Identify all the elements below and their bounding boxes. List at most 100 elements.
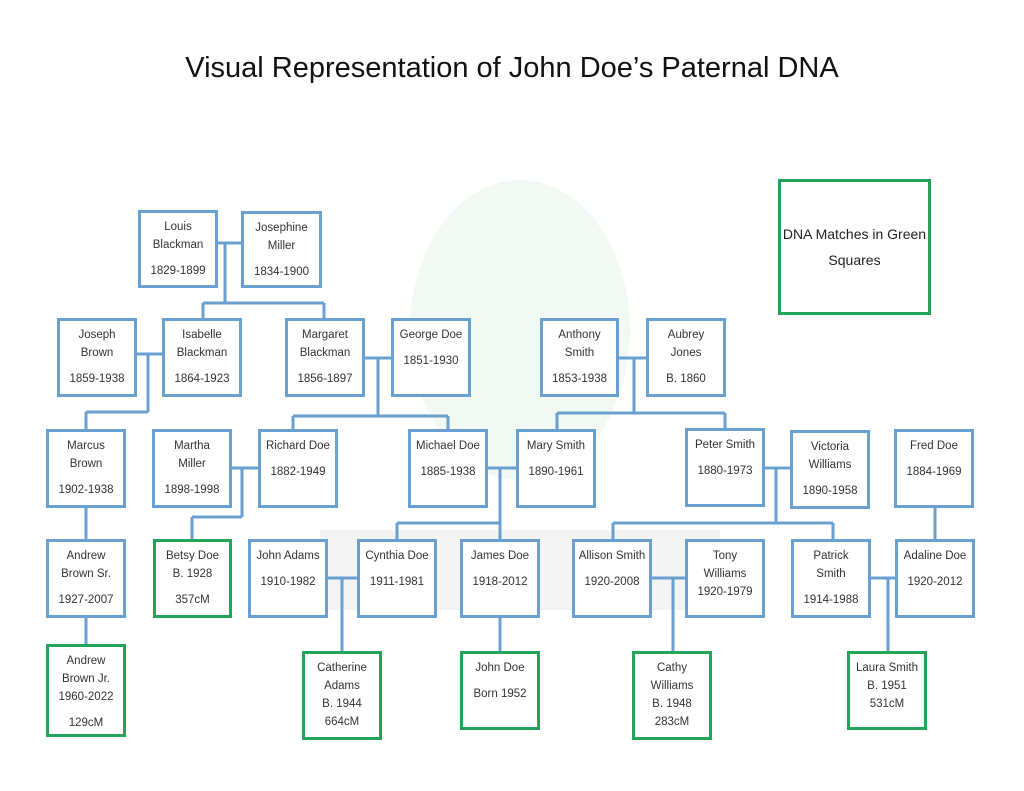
person-name-line: Peter Smith xyxy=(694,439,756,451)
person-name-line: Martha xyxy=(174,440,210,452)
person-name-line: Andrew xyxy=(66,550,106,562)
person-name-line: B. 1928 xyxy=(172,568,213,580)
person-name-line: Smith xyxy=(564,347,595,359)
person-name-line: Miller xyxy=(178,458,206,470)
person-name-line: Andrew xyxy=(66,655,106,667)
person-name-line: Cathy xyxy=(656,662,688,674)
person-name-line: Brown xyxy=(80,347,114,359)
person-name-line: 283cM xyxy=(654,716,690,728)
person-detail-line: 1853-1938 xyxy=(552,373,607,385)
person-box-george: George Doe 1851-1930 xyxy=(391,318,471,397)
person-name-line: Williams xyxy=(808,459,852,471)
person-detail-line: 1918-2012 xyxy=(472,576,528,588)
person-detail-line: 1885-1938 xyxy=(420,466,476,478)
person-detail-line: 1910-1982 xyxy=(260,576,316,588)
person-detail-line: 1902-1938 xyxy=(58,484,114,496)
legend-line: DNA Matches in xyxy=(782,226,884,242)
person-name-line: Margaret xyxy=(301,329,349,341)
person-detail-line: 1898-1998 xyxy=(164,484,220,496)
person-detail-line: B. 1860 xyxy=(666,373,706,385)
legend-line: Green Squares xyxy=(828,226,927,268)
person-detail-line: 129cM xyxy=(68,717,104,729)
person-name-line: Patrick xyxy=(813,550,849,562)
person-name-line: George Doe xyxy=(399,329,463,341)
person-name-line: 664cM xyxy=(324,716,360,728)
person-name-line: Isabelle xyxy=(182,329,222,341)
person-name-line: Brown xyxy=(69,458,103,470)
person-name-line: Michael Doe xyxy=(416,440,480,452)
person-name-line: John Adams xyxy=(256,550,320,562)
person-name-line: Jones xyxy=(670,347,702,359)
person-detail-line: 1882-1949 xyxy=(270,466,326,478)
person-name-line: Joseph xyxy=(78,329,116,341)
person-detail-line: 1890-1961 xyxy=(528,466,584,478)
page-title: Visual Representation of John Doe’s Pate… xyxy=(185,52,839,84)
person-name-line: James Doe xyxy=(470,550,530,562)
person-name-line: John Doe xyxy=(475,662,525,674)
person-box-richard: Richard Doe 1882-1949 xyxy=(258,429,338,508)
person-detail-line: 1911-1981 xyxy=(369,576,425,588)
person-name-line: Aubrey xyxy=(667,329,705,341)
person-box-james: James Doe 1918-2012 xyxy=(460,539,540,618)
person-detail-line: 357cM xyxy=(175,594,210,606)
person-name-line: Williams xyxy=(650,680,694,692)
legend-box: DNA Matches in Green Squares xyxy=(778,179,931,315)
person-detail-line: 1927-2007 xyxy=(58,594,114,606)
person-detail-line: 1880-1973 xyxy=(697,465,753,477)
person-name-line: 531cM xyxy=(869,698,905,710)
person-name-line: Josephine xyxy=(255,222,308,234)
person-detail-line: 1829-1899 xyxy=(150,265,206,277)
person-detail-line: 1851-1930 xyxy=(403,355,459,367)
person-name-line: Brown Sr. xyxy=(61,568,111,580)
person-name-line: B. 1948 xyxy=(652,698,692,710)
person-box-mary: Mary Smith 1890-1961 xyxy=(516,429,596,508)
person-name-line: 1920-1979 xyxy=(697,586,753,598)
person-name-line: Fred Doe xyxy=(910,440,958,452)
person-name-line: Blackman xyxy=(176,347,228,359)
person-name-line: Laura Smith xyxy=(855,662,918,674)
person-name-line: Adams xyxy=(324,680,360,692)
person-name-line: Betsy Doe xyxy=(165,550,220,562)
person-detail-line: 1890-1958 xyxy=(802,485,858,497)
person-name-line: Catherine xyxy=(317,662,367,674)
person-name-line: Adaline Doe xyxy=(903,550,967,562)
person-name-line: B. 1944 xyxy=(322,698,362,710)
person-detail-line: 1859-1938 xyxy=(69,373,125,385)
person-detail-line: 1920-2008 xyxy=(584,576,640,588)
person-name-line: Marcus xyxy=(67,440,105,452)
person-name-line: Richard Doe xyxy=(266,440,330,452)
person-box-cynthia: Cynthia Doe 1911-1981 xyxy=(357,539,437,618)
person-name-line: Tony xyxy=(712,550,738,562)
person-name-line: Blackman xyxy=(152,239,204,251)
person-name-line: Anthony xyxy=(558,329,601,341)
person-name-line: 1960-2022 xyxy=(58,691,114,703)
person-name-line: Blackman xyxy=(299,347,351,359)
person-name-line: Cynthia Doe xyxy=(365,550,429,562)
person-name-line: Miller xyxy=(267,240,296,252)
person-detail-line: 1864-1923 xyxy=(174,373,230,385)
person-name-line: Smith xyxy=(816,568,846,580)
person-name-line: Louis xyxy=(164,221,192,233)
person-name-line: Mary Smith xyxy=(526,440,586,452)
person-detail-line: 1914-1988 xyxy=(803,594,859,606)
person-name-line: Williams xyxy=(703,568,747,580)
person-box-johnadams: John Adams 1910-1982 xyxy=(248,539,328,618)
